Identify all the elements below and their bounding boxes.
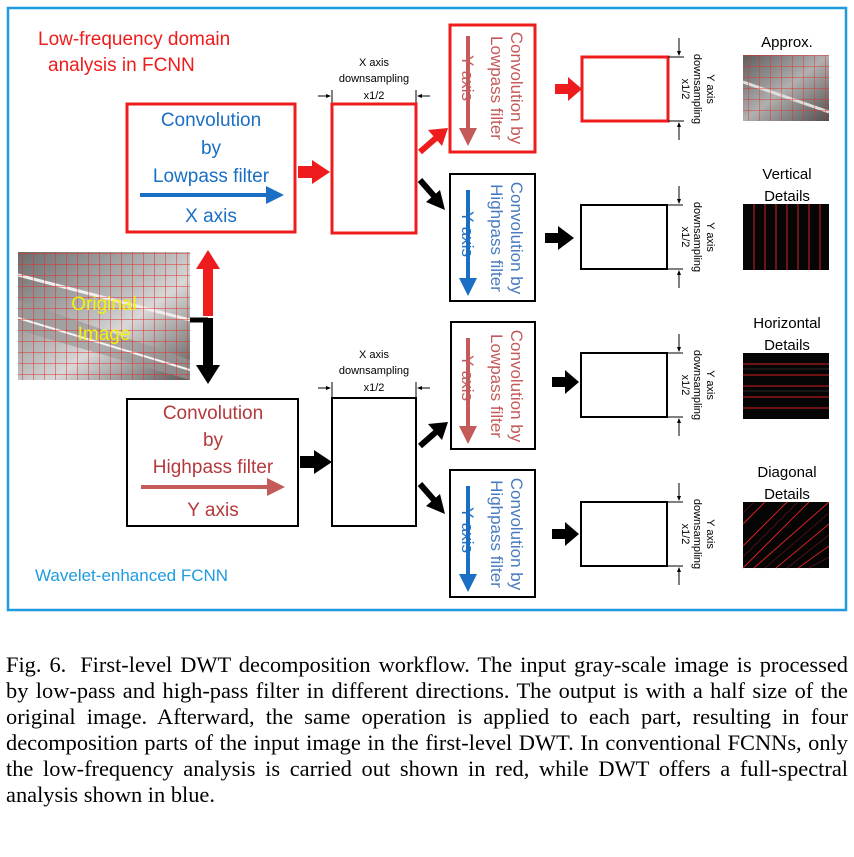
y-downsample-annotation-4: Y axis downsampling x1/2 (667, 483, 716, 585)
x-highpass-axis: Y axis (187, 500, 238, 521)
output-label-horizontal-2: Details (764, 337, 810, 354)
result-box-diagonal (580, 501, 668, 567)
x-downsample-top-line2: downsampling (339, 73, 409, 85)
original-image-label-line2: Image (78, 324, 131, 345)
red-title-line1: Low-frequency domain (38, 29, 230, 50)
diag-arrow-red-up (418, 128, 448, 155)
y-conv-box-diagonal: Convolution by Highpass filter Y axis (449, 469, 536, 598)
y-downsample-3-line1: Y axis (704, 370, 716, 400)
x-lowpass-line2: by (201, 138, 222, 159)
dwt-workflow-diagram: Low-frequency domain analysis in FCNN Wa… (6, 6, 848, 612)
diag-arrow-black-up-bottom (418, 422, 448, 449)
x-downsample-top-line1: X axis (359, 57, 389, 69)
y-downsample-annotation-1: Y axis downsampling x1/2 (668, 38, 716, 140)
y-conv-vertical-arrow (459, 190, 477, 296)
caption-label: Fig. 6. (6, 652, 67, 677)
x-highpass-arrow (141, 478, 285, 496)
original-image-label-line1: Original (71, 294, 136, 315)
y-conv-vertical-line2: Highpass filter (487, 184, 506, 292)
figure-frame (6, 6, 848, 612)
output-label-diagonal-2: Details (764, 486, 810, 503)
x-lowpass-arrow (140, 186, 284, 204)
y-conv-box-approx: Convolution by Lowpass filter Y axis (448, 23, 537, 154)
diag-arrow-black-down-bottom (417, 482, 445, 514)
y-conv-box-vertical: Convolution by Highpass filter Y axis (449, 173, 536, 302)
y-downsample-4-line1: Y axis (704, 519, 716, 549)
y-conv-approx-line1: Convolution by (507, 32, 526, 145)
x-lowpass-axis: X axis (185, 206, 237, 227)
y-conv-box-horizontal: Convolution by Lowpass filter Y axis (450, 321, 536, 450)
vertical-details-thumbnail (743, 204, 829, 270)
y-conv-approx-line2: Lowpass filter (487, 36, 506, 140)
x-downsample-annotation-bottom: X axis downsampling x1/2 (318, 349, 430, 398)
x-downsample-annotation-top: X axis downsampling x1/2 (318, 57, 430, 104)
x-lowpass-line3: Lowpass filter (153, 166, 270, 187)
output-label-diagonal-1: Diagonal (757, 464, 816, 481)
y-downsample-3-line2: downsampling (691, 350, 703, 420)
x-downsample-bottom-line2: downsampling (339, 365, 409, 377)
y-downsample-2-line1: Y axis (704, 222, 716, 252)
y-conv-approx-arrow (459, 36, 477, 146)
down-black-arrow (190, 317, 220, 384)
y-conv-diagonal-line2: Highpass filter (487, 480, 506, 588)
result-box-approx (580, 55, 670, 123)
arrow-to-approx-box (555, 77, 582, 101)
y-downsample-2-line3: x1/2 (679, 227, 691, 248)
x-downsample-bottom-line1: X axis (359, 349, 389, 361)
diag-arrow-black-down-top (417, 178, 445, 210)
horizontal-details-thumbnail (743, 353, 829, 419)
result-box-horizontal (580, 352, 668, 418)
x-highpass-line3: Highpass filter (153, 457, 274, 478)
y-conv-vertical-line1: Convolution by (507, 182, 526, 295)
y-downsample-1-line2: downsampling (691, 54, 703, 124)
y-conv-horizontal-line2: Lowpass filter (487, 334, 506, 438)
x-highpass-conv-box: Convolution by Highpass filter Y axis (126, 398, 299, 527)
y-conv-diagonal-arrow (459, 486, 477, 592)
red-arrow-to-downsample (298, 160, 330, 184)
y-conv-horizontal-line1: Convolution by (507, 330, 526, 443)
red-title-line2: analysis in FCNN (48, 55, 195, 76)
output-label-vertical-2: Details (764, 188, 810, 205)
blue-title: Wavelet-enhanced FCNN (35, 566, 228, 585)
diagonal-details-thumbnail (742, 501, 830, 569)
y-downsample-annotation-2: Y axis downsampling x1/2 (667, 186, 716, 288)
approx-thumbnail (742, 55, 830, 121)
output-label-approx: Approx. (761, 34, 813, 51)
y-downsample-1-line1: Y axis (704, 74, 716, 104)
output-label-horizontal-1: Horizontal (753, 315, 821, 332)
y-downsample-2-line2: downsampling (691, 202, 703, 272)
x-lowpass-line1: Convolution (161, 110, 261, 131)
y-downsample-4-line2: downsampling (691, 499, 703, 569)
black-arrow-to-downsample (300, 450, 332, 474)
arrow-to-horizontal-box (552, 370, 579, 394)
x-lowpass-conv-box: Convolution by Lowpass filter X axis (125, 102, 297, 234)
result-box-vertical (580, 204, 668, 270)
y-conv-horizontal-arrow (459, 338, 477, 444)
y-downsample-4-line3: x1/2 (679, 524, 691, 545)
x-downsample-top-line3: x1/2 (364, 90, 385, 102)
x-downsample-bottom-line3: x1/2 (364, 382, 385, 394)
caption-text: First-level DWT decomposition workflow. … (6, 652, 848, 807)
y-conv-diagonal-line1: Convolution by (507, 478, 526, 591)
figure-caption: Fig. 6.First-level DWT decomposition wor… (6, 652, 848, 808)
arrow-to-vertical-box (545, 226, 574, 250)
original-image: Original Image (17, 252, 191, 380)
x-highpass-line1: Convolution (163, 403, 263, 424)
output-label-vertical-1: Vertical (762, 166, 811, 183)
arrow-to-diagonal-box (552, 522, 579, 546)
up-red-arrow (196, 250, 220, 316)
y-downsample-1-line3: x1/2 (679, 79, 691, 100)
x-highpass-line2: by (203, 430, 224, 451)
y-downsample-annotation-3: Y axis downsampling x1/2 (667, 334, 716, 436)
x-downsampled-box-top (330, 102, 418, 235)
x-downsampled-box-bottom (331, 397, 417, 527)
y-downsample-3-line3: x1/2 (679, 375, 691, 396)
